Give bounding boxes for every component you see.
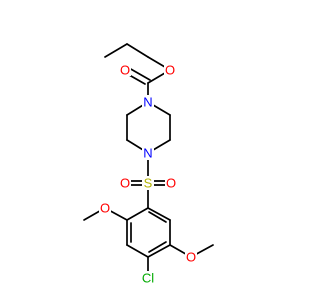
- svg-text:Cl: Cl: [142, 271, 154, 286]
- atom-layer: O O N N S O O O: [99, 62, 197, 286]
- bond-ring-4: [147, 244, 171, 258]
- bond-ethyl-2: [126, 43, 149, 58]
- bond-ring-double-3: [148, 211, 167, 223]
- svg-text:S: S: [144, 176, 153, 191]
- svg-text:O: O: [166, 176, 176, 191]
- oxygen-ester-label: O: [164, 63, 176, 78]
- svg-text:O: O: [120, 63, 130, 78]
- bond-carbonyl-double-2: [128, 67, 151, 81]
- bond-ethyl-1: [104, 43, 128, 58]
- svg-text:N: N: [143, 146, 152, 161]
- nitrogen-bottom-label: N: [142, 146, 154, 161]
- structure-diagram: O O N N S O O O: [83, 43, 214, 286]
- svg-text:O: O: [120, 176, 130, 191]
- svg-text:O: O: [165, 63, 175, 78]
- nitrogen-top-label: N: [142, 95, 154, 110]
- oxygen-sulfonyl-right-label: O: [165, 176, 177, 191]
- svg-text:O: O: [186, 250, 196, 265]
- bond-ring-double-2: [148, 241, 167, 253]
- svg-text:O: O: [100, 201, 110, 216]
- bond-ring-6: [147, 207, 171, 221]
- oxygen-methoxy-right-label: O: [185, 250, 197, 265]
- oxygen-sulfonyl-left-label: O: [119, 176, 131, 191]
- bond-ring-3: [126, 244, 149, 258]
- chlorine-label: Cl: [140, 271, 158, 286]
- bond-ring-1: [126, 207, 149, 221]
- sulfur-label: S: [142, 176, 154, 191]
- svg-text:N: N: [143, 95, 152, 110]
- oxygen-methoxy-left-label: O: [99, 201, 111, 216]
- bond-layer: [83, 43, 214, 279]
- oxygen-carbonyl-label: O: [119, 62, 131, 78]
